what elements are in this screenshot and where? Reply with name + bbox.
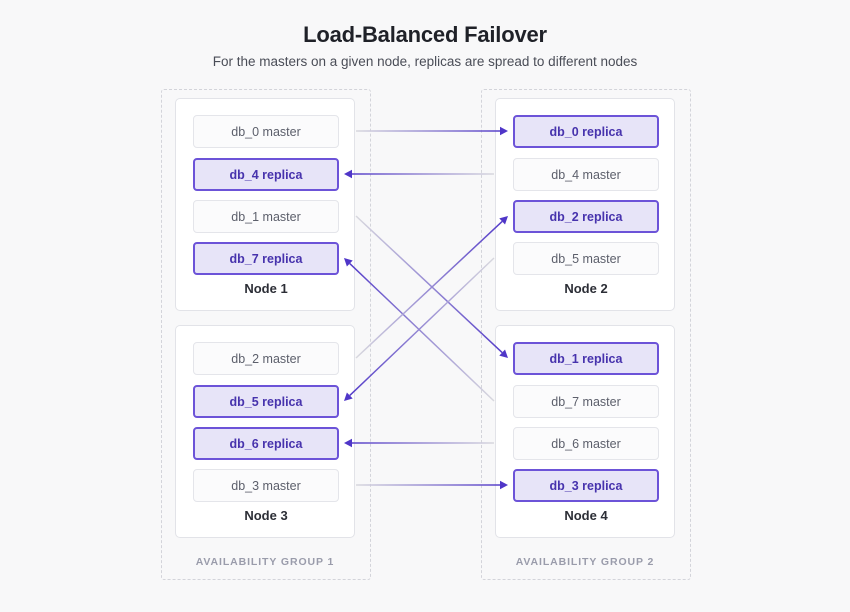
replication-link-db_7 (349, 262, 495, 402)
db-box-node4-2[interactable]: db_6 master (513, 427, 659, 460)
replication-link-db_5 (349, 257, 495, 397)
node-card-node2[interactable]: db_0 replica db_4 master db_2 replica db… (495, 98, 675, 311)
db-box-node1-0[interactable]: db_0 master (193, 115, 339, 148)
db-box-node4-1[interactable]: db_7 master (513, 385, 659, 418)
node-card-node4[interactable]: db_1 replica db_7 master db_6 master db_… (495, 325, 675, 538)
db-box-node2-1[interactable]: db_4 master (513, 158, 659, 191)
db-box-node4-3[interactable]: db_3 replica (513, 469, 659, 502)
db-box-node4-0[interactable]: db_1 replica (513, 342, 659, 375)
db-box-node2-2[interactable]: db_2 replica (513, 200, 659, 233)
db-box-node3-0[interactable]: db_2 master (193, 342, 339, 375)
node-card-node1[interactable]: db_0 master db_4 replica db_1 master db_… (175, 98, 355, 311)
availability-group-1-label: AVAILABILITY GROUP 1 (195, 556, 335, 568)
page-subtitle: For the masters on a given node, replica… (212, 54, 638, 69)
page-title: Load-Balanced Failover (303, 22, 547, 47)
availability-group-2-label: AVAILABILITY GROUP 2 (515, 556, 655, 568)
db-box-node3-2[interactable]: db_6 replica (193, 427, 339, 460)
db-box-node2-0[interactable]: db_0 replica (513, 115, 659, 148)
node-label-node1: Node 1 (244, 281, 288, 296)
node-label-node3: Node 3 (244, 508, 288, 523)
db-box-node3-3[interactable]: db_3 master (193, 469, 339, 502)
db-box-node3-1[interactable]: db_5 replica (193, 385, 339, 418)
db-box-node1-3[interactable]: db_7 replica (193, 242, 339, 275)
db-box-node2-3[interactable]: db_5 master (513, 242, 659, 275)
node-card-node3[interactable]: db_2 master db_5 replica db_6 replica db… (175, 325, 355, 538)
db-box-node1-2[interactable]: db_1 master (193, 200, 339, 233)
db-box-node1-1[interactable]: db_4 replica (193, 158, 339, 191)
node-label-node2: Node 2 (564, 281, 608, 296)
node-label-node4: Node 4 (564, 508, 608, 523)
